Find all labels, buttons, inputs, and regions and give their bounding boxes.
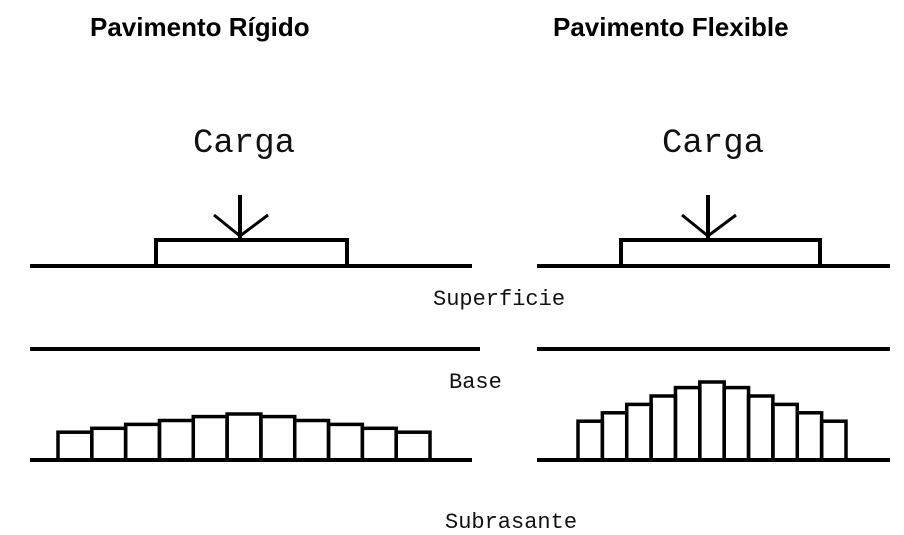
rigid-pressure-bar-5 xyxy=(191,414,229,462)
subgrade-layer-label: Subrasante xyxy=(445,510,578,535)
flexible-pressure-bar-8 xyxy=(746,394,775,462)
rigid-pavement-title: Pavimento Rígido xyxy=(90,12,310,42)
flexible-pressure-bar-5 xyxy=(673,385,702,462)
flexible-load-arrow xyxy=(681,195,737,238)
flexible-pressure-bar-3 xyxy=(624,402,653,462)
rigid-pressure-bar-7 xyxy=(259,414,297,462)
rigid-load-arrow xyxy=(213,195,269,238)
flexible-structure xyxy=(537,238,890,462)
flexible-load-plate xyxy=(619,238,822,266)
rigid-pressure-bar-10 xyxy=(360,426,398,462)
rigid-pressure-bar-9 xyxy=(326,422,365,462)
flexible-pavement-title: Pavimento Flexible xyxy=(553,12,789,42)
rigid-pressure-bar-2 xyxy=(90,426,128,462)
flexible-pressure-bar-9 xyxy=(771,402,800,462)
flexible-pressure-bar-4 xyxy=(649,394,678,462)
rigid-pressure-distribution xyxy=(56,412,432,462)
flexible-load-label: Carga xyxy=(662,125,765,163)
rigid-load-label: Carga xyxy=(193,125,296,163)
flexible-pressure-bar-6 xyxy=(698,380,726,462)
flexible-pressure-bar-7 xyxy=(722,385,751,462)
flexible-pressure-bar-1 xyxy=(576,419,605,462)
base-layer-label: Base xyxy=(449,370,502,395)
flexible-pressure-bar-2 xyxy=(600,411,629,462)
rigid-pressure-bar-1 xyxy=(56,430,94,462)
rigid-load-plate xyxy=(154,238,349,266)
rigid-pressure-bar-11 xyxy=(394,430,432,462)
rigid-pressure-bar-4 xyxy=(157,418,196,462)
flexible-pressure-bar-10 xyxy=(795,411,824,462)
rigid-pressure-bar-8 xyxy=(292,418,331,462)
flexible-pressure-distribution xyxy=(576,380,848,462)
rigid-pressure-bar-6 xyxy=(225,412,263,462)
surface-layer-label: Superficie xyxy=(433,287,566,312)
flexible-pressure-bar-11 xyxy=(819,419,848,462)
rigid-pressure-bar-3 xyxy=(123,422,162,462)
